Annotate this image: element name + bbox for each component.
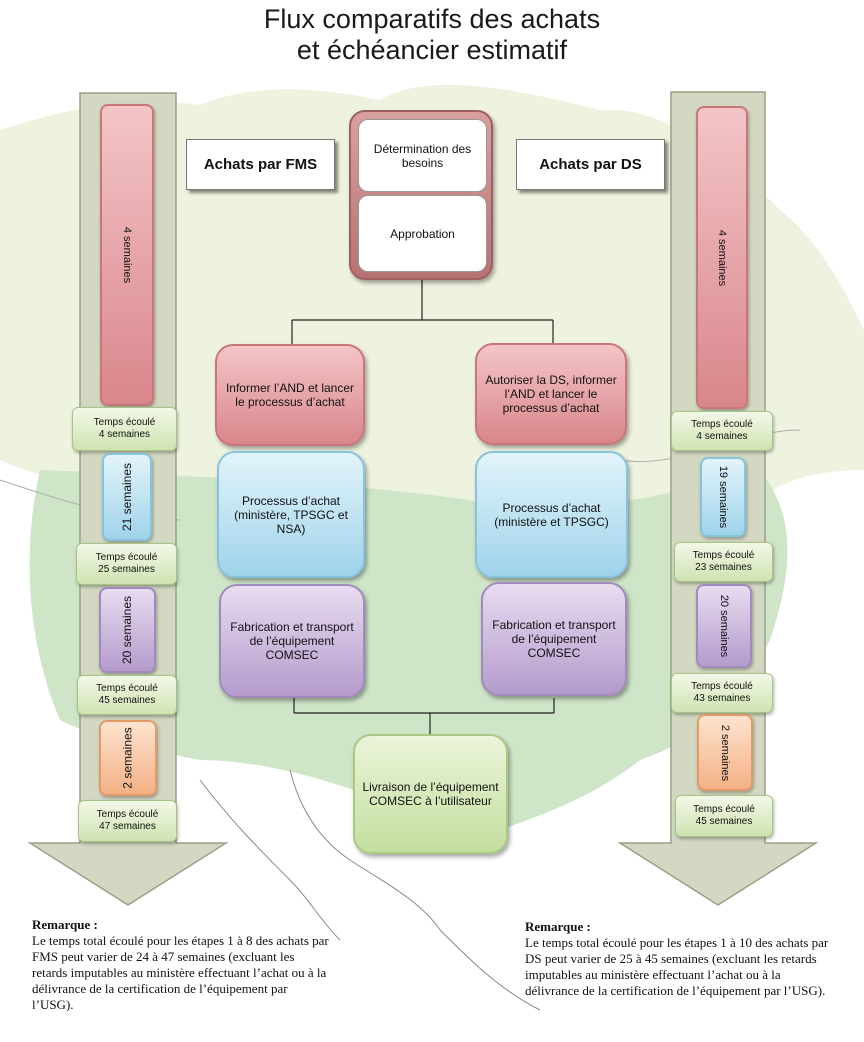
fms-segment-2-label: 21 semaines xyxy=(120,462,135,532)
page-title: Flux comparatifs des achats et échéancie… xyxy=(0,4,864,66)
ds-segment-4: 2 semaines xyxy=(697,714,753,791)
ds-elapsed-2: Temps écoulé 23 semaines xyxy=(674,542,773,582)
fms-elapsed-2: Temps écoulé 25 semaines xyxy=(76,543,177,585)
fms-elapsed-1-label: Temps écoulé xyxy=(93,417,156,428)
fms-elapsed-3-label: Temps écoulé xyxy=(96,683,158,694)
ds-elapsed-1-value: 4 semaines xyxy=(696,431,748,442)
ds-elapsed-4: Temps écoulé 45 semaines xyxy=(675,795,773,837)
fms-step-manufacture: Fabrication et transport de l’équipement… xyxy=(219,584,365,698)
fms-label: Achats par FMS xyxy=(186,139,335,190)
ds-segment-1-label: 4 semaines xyxy=(716,229,729,286)
ds-label: Achats par DS xyxy=(516,139,665,190)
fms-elapsed-2-label: Temps écoulé xyxy=(95,552,158,563)
ds-elapsed-2-label: Temps écoulé xyxy=(692,550,755,561)
fms-note-text: Le temps total écoulé pour les étapes 1 … xyxy=(32,933,329,1012)
delivery-box: Livraison de l’équipement COMSEC à l’uti… xyxy=(353,734,508,854)
fms-elapsed-1: Temps écoulé 4 semaines xyxy=(72,407,177,451)
fms-elapsed-4-value: 47 semaines xyxy=(99,821,156,832)
ds-note-text: Le temps total écoulé pour les étapes 1 … xyxy=(525,935,829,998)
fms-step-process: Processus d’achat (ministère, TPSGC et N… xyxy=(217,451,365,578)
fms-note: Remarque : Le temps total écoulé pour le… xyxy=(32,917,332,1013)
fms-elapsed-4: Temps écoulé 47 semaines xyxy=(78,800,177,842)
ds-segment-4-label: 2 semaines xyxy=(719,724,732,781)
ds-elapsed-1: Temps écoulé 4 semaines xyxy=(671,411,773,451)
fms-segment-3: 20 semaines xyxy=(99,587,156,673)
fms-elapsed-2-value: 25 semaines xyxy=(98,564,155,575)
title-line-2: et échéancier estimatif xyxy=(296,35,568,65)
approbation-box: Approbation xyxy=(358,195,487,272)
ds-elapsed-4-label: Temps écoulé xyxy=(693,804,755,815)
ds-segment-2-label: 19 semaines xyxy=(717,465,729,529)
fms-segment-1-label: 4 semaines xyxy=(121,226,134,284)
ds-segment-3: 20 semaines xyxy=(696,584,752,668)
flow-connectors xyxy=(291,272,555,734)
fms-elapsed-4-label: Temps écoulé xyxy=(96,809,159,820)
ds-segment-3-label: 20 semaines xyxy=(718,594,730,658)
ds-step-authorize: Autoriser la DS, informer l’AND et lance… xyxy=(475,343,627,445)
fms-step-inform: Informer l’AND et lancer le processus d’… xyxy=(215,344,365,446)
fms-segment-1: 4 semaines xyxy=(100,104,154,406)
title-line-1: Flux comparatifs des achats xyxy=(263,4,601,34)
ds-step-process: Processus d’achat (ministère et TPSGC) xyxy=(475,451,628,578)
ds-elapsed-4-value: 45 semaines xyxy=(695,816,753,827)
fms-segment-3-label: 20 semaines xyxy=(120,595,135,665)
fms-elapsed-3: Temps écoulé 45 semaines xyxy=(77,675,177,715)
determination-box: Détermination des besoins xyxy=(358,119,487,192)
ds-elapsed-3-value: 43 semaines xyxy=(693,693,751,704)
ds-segment-1: 4 semaines xyxy=(696,106,748,409)
fms-elapsed-3-value: 45 semaines xyxy=(98,695,156,706)
fms-segment-4-label: 2 semaines xyxy=(121,727,135,789)
fms-segment-2: 21 semaines xyxy=(102,453,152,541)
ds-elapsed-3: Temps écoulé 43 semaines xyxy=(671,673,773,713)
ds-step-manufacture: Fabrication et transport de l’équipement… xyxy=(481,582,627,696)
ds-elapsed-2-value: 23 semaines xyxy=(695,562,752,573)
fms-note-heading: Remarque : xyxy=(32,917,98,932)
ds-elapsed-1-label: Temps écoulé xyxy=(691,419,753,430)
ds-note-heading: Remarque : xyxy=(525,919,591,934)
map-mexico-outline xyxy=(199,769,541,1011)
ds-segment-2: 19 semaines xyxy=(700,457,746,537)
fms-elapsed-1-value: 4 semaines xyxy=(98,429,151,440)
fms-segment-4: 2 semaines xyxy=(99,720,157,796)
ds-note: Remarque : Le temps total écoulé pour le… xyxy=(525,919,830,999)
ds-elapsed-3-label: Temps écoulé xyxy=(691,681,753,692)
